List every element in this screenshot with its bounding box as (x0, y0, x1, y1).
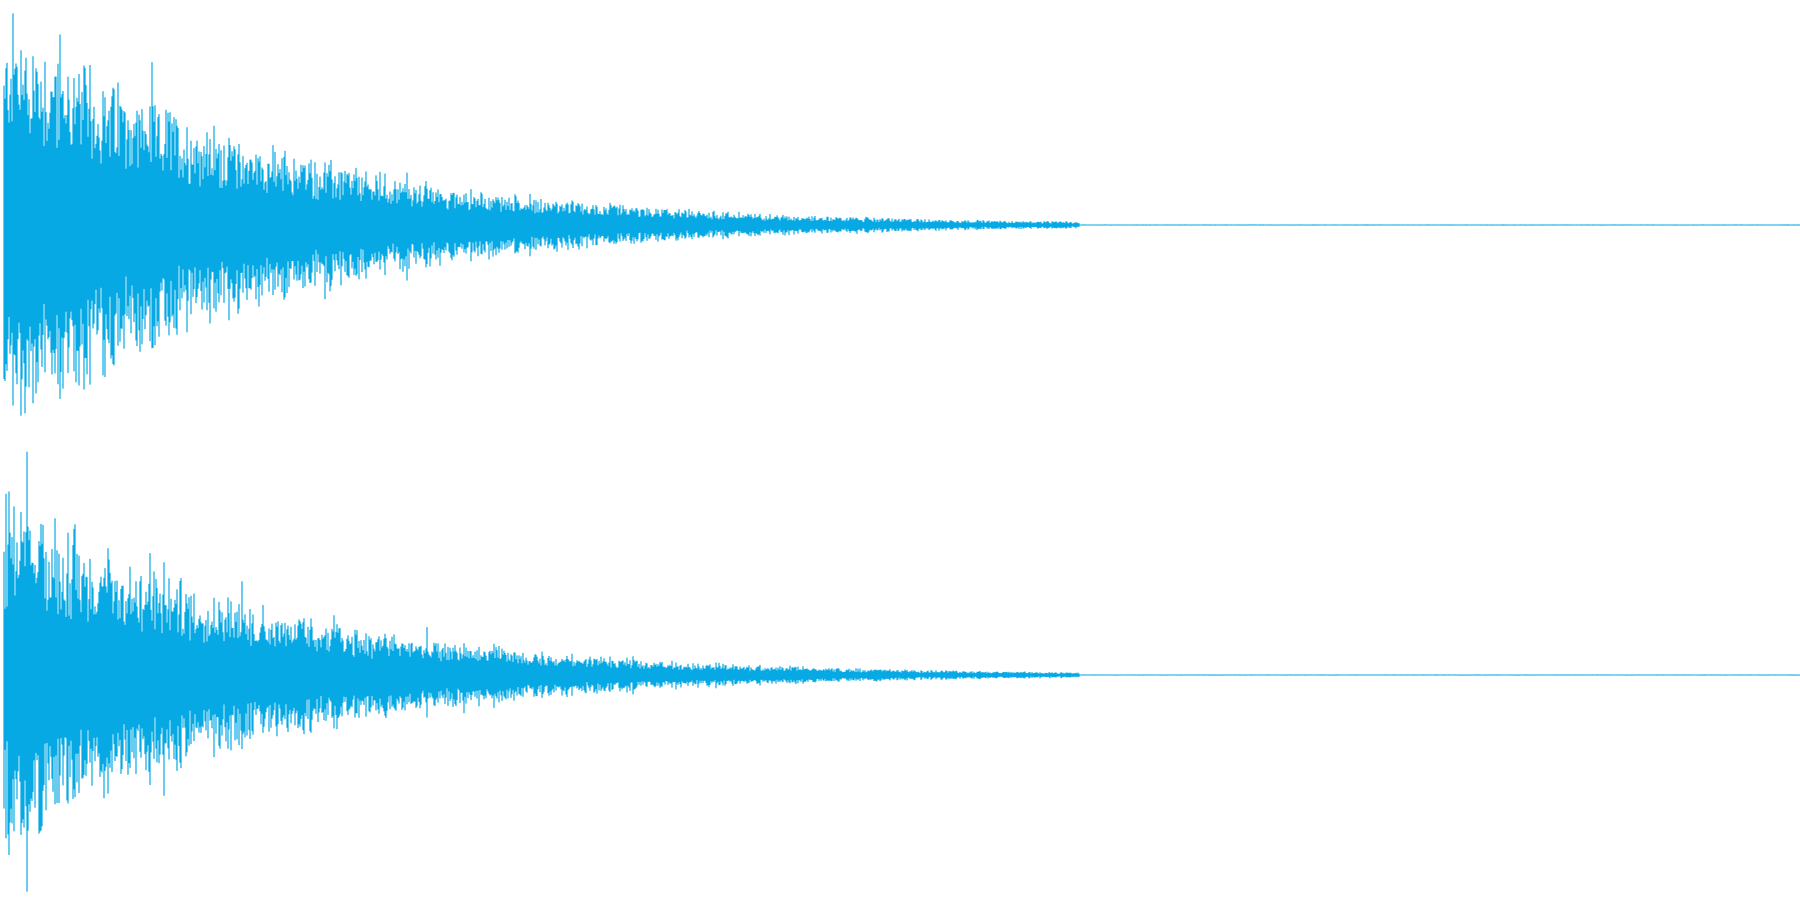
channel-1-waveform (3, 13, 1800, 416)
waveform-samples (3, 451, 1800, 892)
waveform-samples (3, 13, 1800, 416)
channel-2-waveform (3, 451, 1800, 892)
